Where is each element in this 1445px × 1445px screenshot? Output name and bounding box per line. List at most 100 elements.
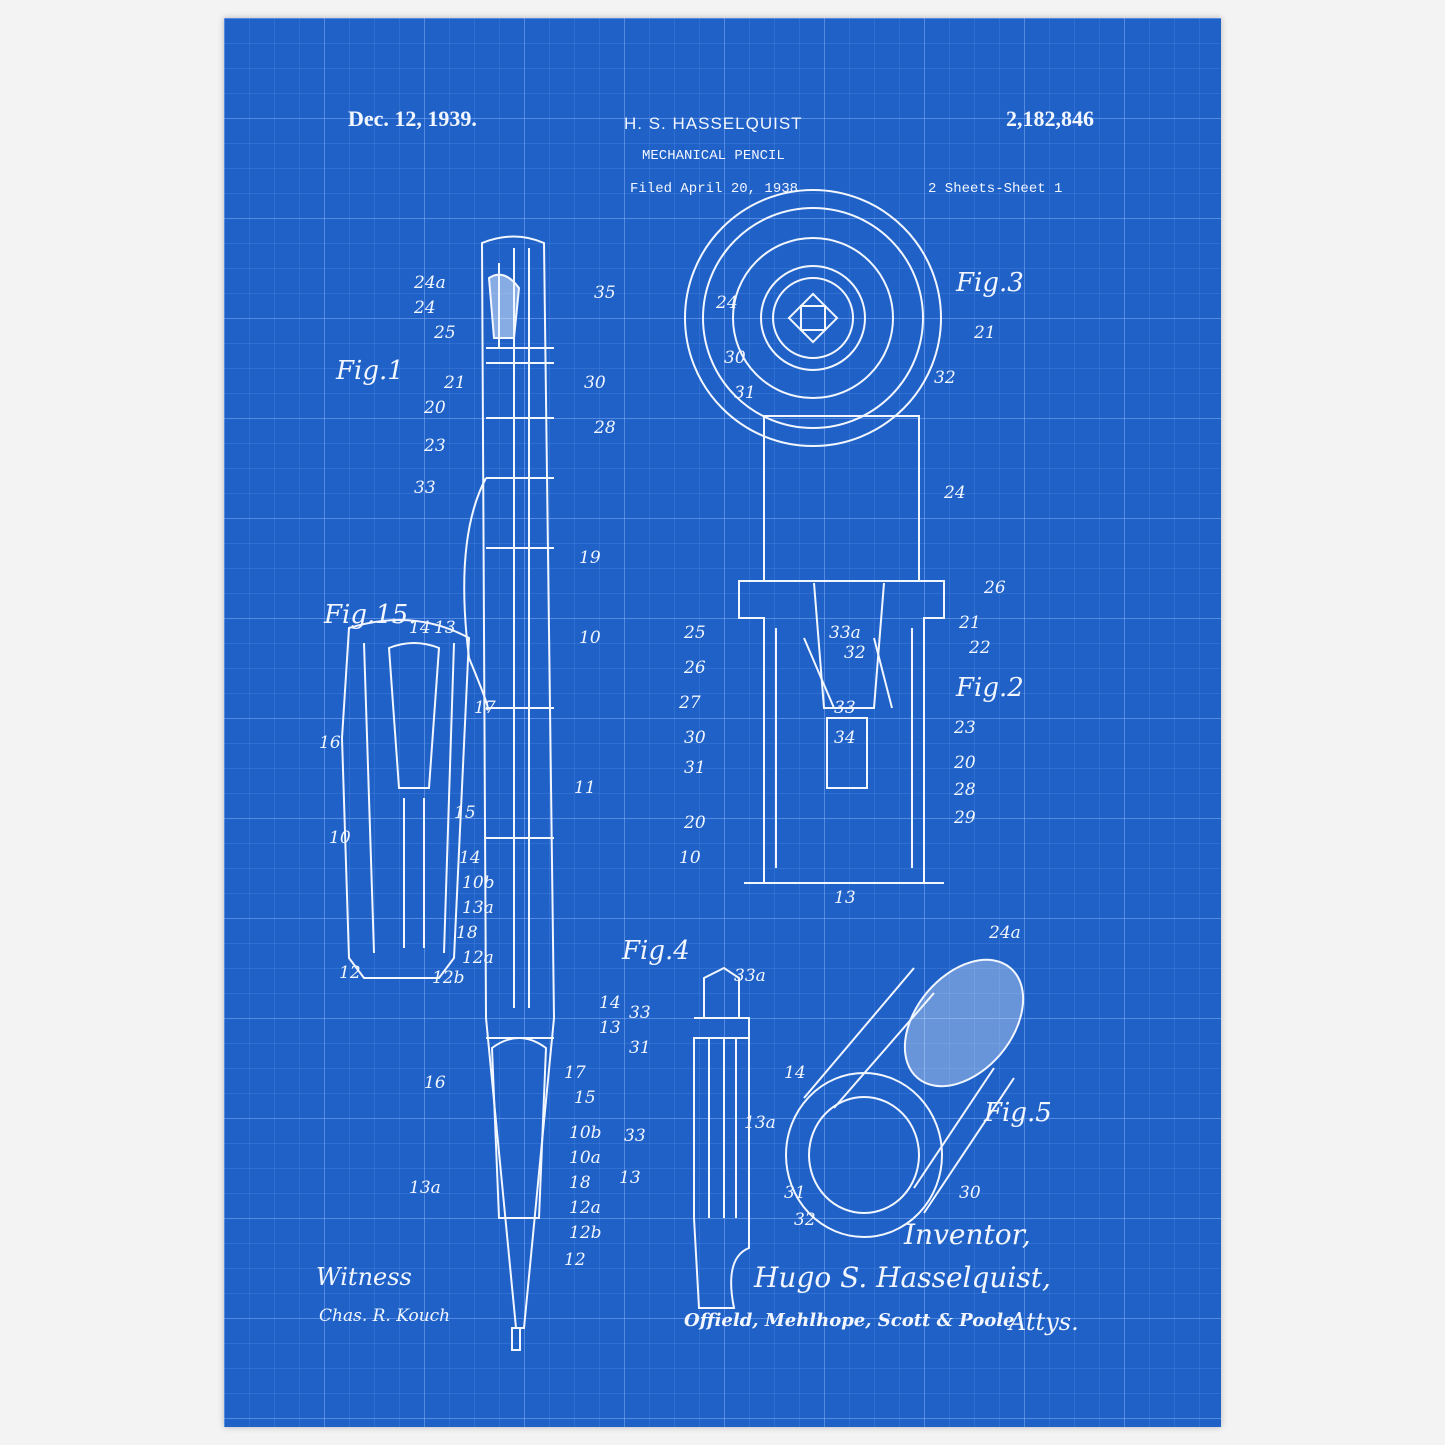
fig15-drawing: [340, 619, 471, 979]
reference-numeral: 21: [444, 373, 466, 393]
blueprint-sheet: Dec. 12, 1939. H. S. HASSELQUIST 2,182,8…: [224, 18, 1221, 1427]
reference-numeral: 14: [409, 618, 431, 638]
reference-numeral: 31: [784, 1183, 806, 1203]
reference-numeral: 12a: [462, 948, 494, 968]
reference-numeral: 13: [834, 888, 856, 908]
patent-drawing: [340, 189, 1025, 1351]
reference-numeral: 22: [969, 638, 991, 658]
reference-numeral: 21: [974, 323, 996, 343]
inventor-signature: Hugo S. Hasselquist,: [754, 1261, 1051, 1294]
reference-numeral: 10a: [569, 1148, 601, 1168]
reference-numeral: 26: [984, 578, 1006, 598]
reference-numeral: 32: [844, 643, 866, 663]
reference-numeral: 31: [684, 758, 706, 778]
reference-numeral: 33: [629, 1003, 651, 1023]
reference-numeral: 33: [834, 698, 856, 718]
reference-numeral: 20: [424, 398, 446, 418]
reference-numeral: 29: [954, 808, 976, 828]
reference-numeral: 35: [594, 283, 616, 303]
reference-numeral: 10: [579, 628, 601, 648]
fig5-drawing: [785, 958, 1025, 1238]
reference-numeral: 12: [564, 1250, 586, 1270]
reference-numeral: 10: [679, 848, 701, 868]
reference-numeral: 23: [954, 718, 976, 738]
reference-numeral: 11: [574, 778, 596, 798]
patent-number: 2,182,846: [1006, 106, 1094, 131]
reference-numeral: 13: [619, 1168, 641, 1188]
reference-numeral: 12: [339, 963, 361, 983]
reference-numeral: 18: [569, 1173, 591, 1193]
reference-numeral: 26: [684, 658, 706, 678]
reference-numeral: 14: [784, 1063, 806, 1083]
witness-signature: Chas. R. Kouch: [319, 1306, 451, 1326]
fig1-pencil-drawing: [463, 235, 556, 1351]
fig3-label: Fig.3: [956, 268, 1024, 298]
reference-numeral: 17: [564, 1063, 586, 1083]
reference-numeral: 16: [424, 1073, 446, 1093]
reference-numeral: 14: [599, 993, 621, 1013]
reference-numeral: 31: [734, 383, 756, 403]
reference-numeral: 31: [629, 1038, 651, 1058]
attorneys-suffix: Attys.: [1009, 1308, 1079, 1336]
inventor-label: Inventor,: [904, 1218, 1031, 1251]
fig4-drawing: [693, 966, 750, 1309]
sheet-count: 2 Sheets-Sheet 1: [928, 181, 1063, 197]
reference-numeral: 10: [329, 828, 351, 848]
reference-numeral: 33: [624, 1126, 646, 1146]
reference-numeral: 24: [716, 293, 738, 313]
reference-numeral: 23: [424, 436, 446, 456]
fig5-label: Fig.5: [984, 1098, 1052, 1128]
patent-date: Dec. 12, 1939.: [348, 106, 477, 131]
reference-numeral: 20: [954, 753, 976, 773]
reference-numeral: 16: [319, 733, 341, 753]
reference-numeral: 28: [594, 418, 616, 438]
reference-numeral: 12b: [432, 968, 465, 988]
reference-numeral: 18: [456, 923, 478, 943]
inventor-name: H. S. HASSELQUIST: [624, 114, 803, 133]
reference-numeral: 10b: [462, 873, 495, 893]
fig3-end-view-drawing: [684, 189, 942, 447]
reference-numeral: 19: [579, 548, 601, 568]
reference-numeral: 24a: [414, 273, 446, 293]
reference-numeral: 25: [434, 323, 456, 343]
reference-numeral: 13a: [744, 1113, 776, 1133]
reference-numeral: 14: [459, 848, 481, 868]
reference-numeral: 24: [944, 483, 966, 503]
reference-numeral: 32: [934, 368, 956, 388]
reference-numeral: 27: [679, 693, 701, 713]
reference-numeral: 13a: [462, 898, 494, 918]
reference-numeral: 17: [474, 698, 496, 718]
fig2-label: Fig.2: [956, 673, 1024, 703]
reference-numeral: 32: [794, 1210, 816, 1230]
reference-numeral: 30: [959, 1183, 981, 1203]
reference-numeral: 33a: [734, 966, 766, 986]
fig15-label: Fig.15.: [324, 600, 417, 630]
reference-numeral: 34: [834, 728, 856, 748]
reference-numeral: 12b: [569, 1223, 602, 1243]
reference-numeral: 13a: [409, 1178, 441, 1198]
reference-numeral: 28: [954, 780, 976, 800]
reference-numeral: 24: [414, 298, 436, 318]
reference-numeral: 13: [434, 618, 456, 638]
witness-label: Witness: [316, 1263, 412, 1291]
reference-numeral: 13: [599, 1018, 621, 1038]
reference-numeral: 30: [724, 348, 746, 368]
reference-numeral: 12a: [569, 1198, 601, 1218]
filed-date: Filed April 20, 1938: [630, 181, 799, 197]
reference-numeral: 24a: [989, 923, 1021, 943]
reference-numeral: 30: [584, 373, 606, 393]
fig1-label: Fig.1: [336, 356, 404, 386]
patent-title: MECHANICAL PENCIL: [642, 148, 785, 164]
reference-numeral: 15: [454, 803, 476, 823]
reference-numeral: 30: [684, 728, 706, 748]
reference-numeral: 10b: [569, 1123, 602, 1143]
reference-numeral: 33a: [829, 623, 861, 643]
reference-numeral: 20: [684, 813, 706, 833]
reference-numeral: 25: [684, 623, 706, 643]
attorneys-signature: Offield, Mehlhope, Scott & Poole: [684, 1310, 1015, 1331]
reference-numeral: 21: [959, 613, 981, 633]
fig4-label: Fig.4: [622, 936, 690, 966]
fig2-section-drawing: [738, 415, 945, 884]
reference-numeral: 33: [414, 478, 436, 498]
reference-numeral: 15: [574, 1088, 596, 1108]
